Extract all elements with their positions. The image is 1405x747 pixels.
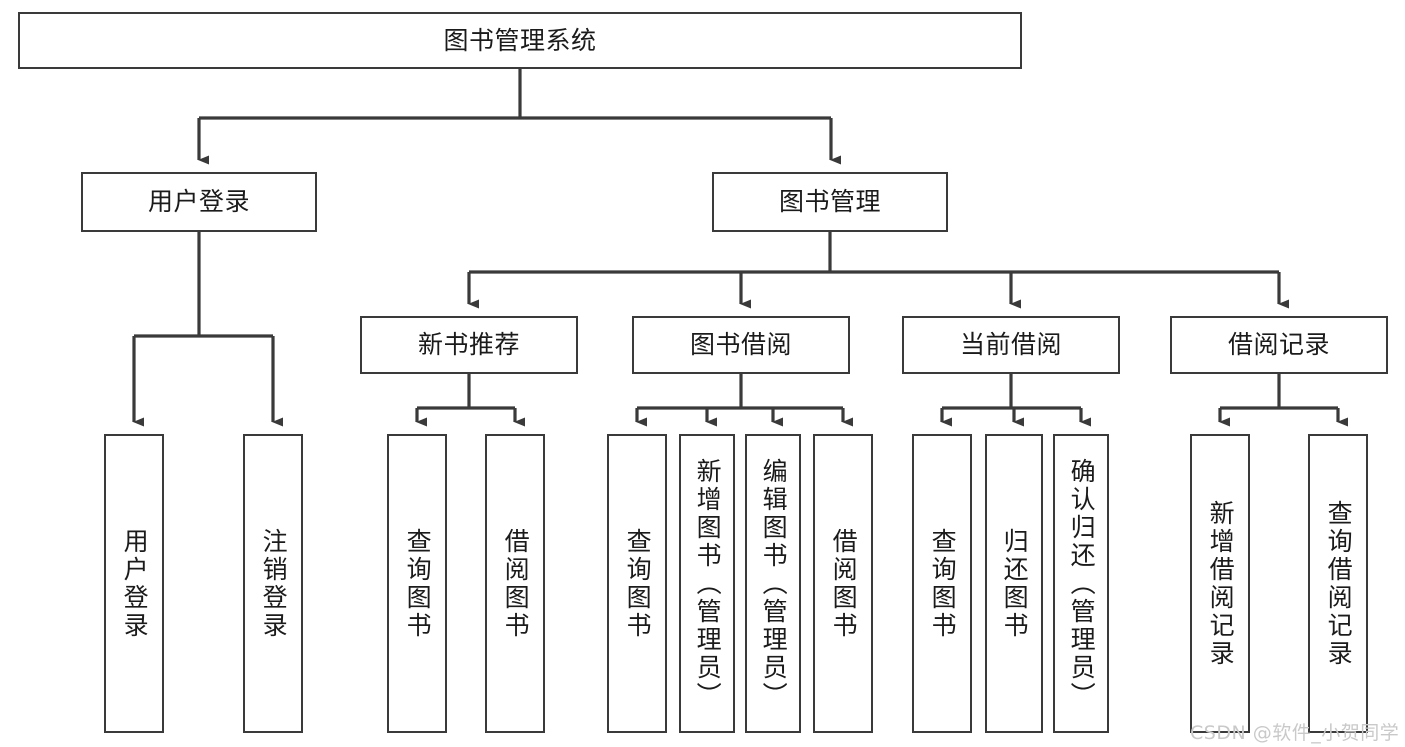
leaf-query-book-borrow[interactable]: 查询图书 xyxy=(607,434,667,733)
node-label: 当前借阅 xyxy=(959,330,1062,360)
node-label: 图书管理系统 xyxy=(443,25,597,55)
leaf-borrow-book-borrow[interactable]: 借阅图书 xyxy=(813,434,873,733)
node-label: 归还图书 xyxy=(1000,527,1030,640)
node-label: 借阅记录 xyxy=(1227,330,1330,360)
node-borrow-record[interactable]: 借阅记录 xyxy=(1170,316,1388,374)
node-label: 用户登录 xyxy=(147,187,250,217)
leaf-return-book[interactable]: 归还图书 xyxy=(985,434,1043,733)
node-label: 图书管理 xyxy=(778,187,881,217)
node-book-management[interactable]: 图书管理 xyxy=(712,172,948,232)
leaf-edit-book-admin[interactable]: 编辑图书（管理员） xyxy=(745,434,801,733)
node-book-management-system[interactable]: 图书管理系统 xyxy=(18,12,1022,69)
node-label: 注销登录 xyxy=(259,527,289,640)
node-label: 查询借阅记录 xyxy=(1324,499,1354,668)
leaf-query-borrow-record[interactable]: 查询借阅记录 xyxy=(1308,434,1368,733)
leaf-borrow-book-recommend[interactable]: 借阅图书 xyxy=(485,434,545,733)
node-label: 图书借阅 xyxy=(689,330,792,360)
node-book-borrow[interactable]: 图书借阅 xyxy=(632,316,850,374)
node-label: 新增图书（管理员） xyxy=(693,457,723,710)
leaf-query-book-current[interactable]: 查询图书 xyxy=(912,434,972,733)
leaf-query-book-recommend[interactable]: 查询图书 xyxy=(387,434,447,733)
csdn-watermark: CSDN @软件_小贺同学 xyxy=(1190,722,1400,744)
node-label: 查询图书 xyxy=(623,527,653,640)
node-label: 用户登录 xyxy=(120,527,150,640)
node-label: 编辑图书（管理员） xyxy=(759,457,789,710)
node-label: 查询图书 xyxy=(928,527,958,640)
node-label: 确认归还（管理员） xyxy=(1067,457,1097,710)
node-user-login[interactable]: 用户登录 xyxy=(81,172,317,232)
node-label: 借阅图书 xyxy=(501,527,531,640)
node-label: 查询图书 xyxy=(403,527,433,640)
leaf-add-book-admin[interactable]: 新增图书（管理员） xyxy=(679,434,735,733)
leaf-logout-login[interactable]: 注销登录 xyxy=(243,434,303,733)
node-label: 新书推荐 xyxy=(417,330,520,360)
leaf-add-borrow-record[interactable]: 新增借阅记录 xyxy=(1190,434,1250,733)
node-label: 借阅图书 xyxy=(829,527,859,640)
leaf-user-login[interactable]: 用户登录 xyxy=(104,434,164,733)
leaf-confirm-return-admin[interactable]: 确认归还（管理员） xyxy=(1053,434,1109,733)
node-new-book-recommend[interactable]: 新书推荐 xyxy=(360,316,578,374)
node-label: 新增借阅记录 xyxy=(1206,499,1236,668)
node-current-borrow[interactable]: 当前借阅 xyxy=(902,316,1120,374)
